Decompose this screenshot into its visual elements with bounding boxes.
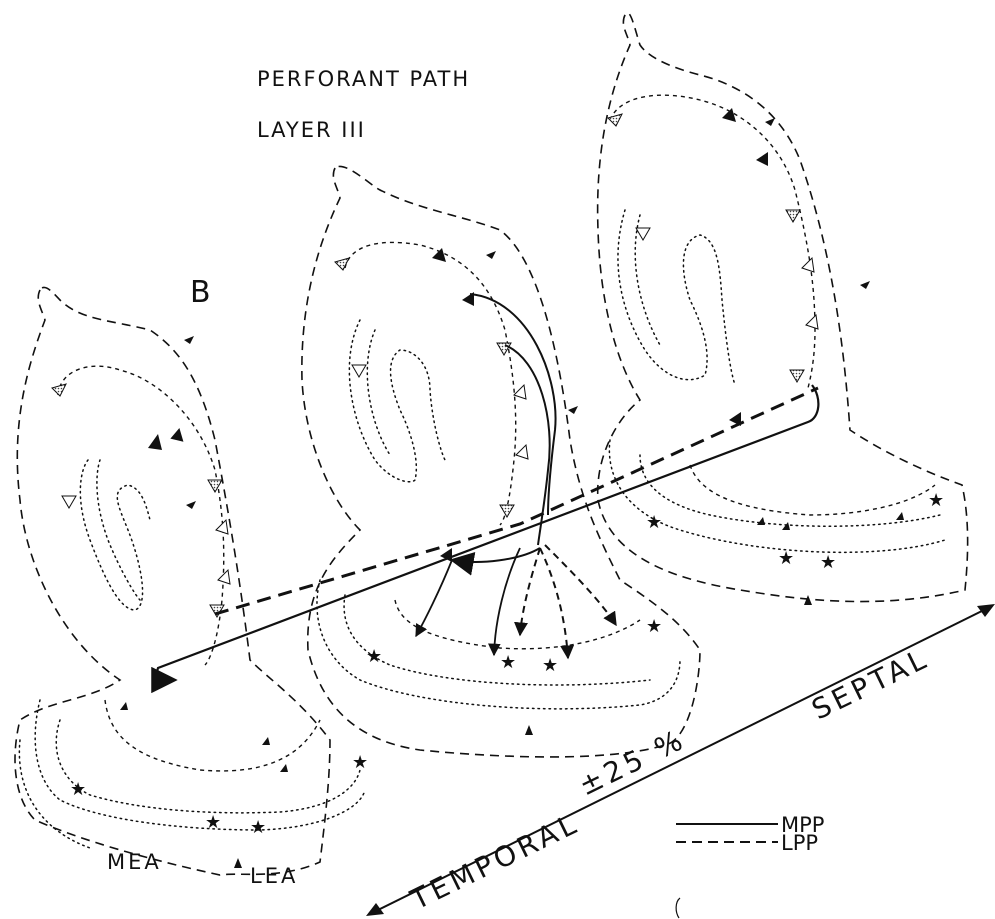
star-markers: ★ ★ ★ ★ [70, 752, 368, 838]
svg-text:★: ★ [70, 779, 86, 800]
stippled-triangle-marker [334, 257, 350, 271]
axis-label-range: ±25 % [574, 722, 691, 802]
legend: MPP LPP [676, 813, 824, 855]
axis-label-septal: SEPTAL [807, 641, 935, 726]
dentate-inner [366, 329, 391, 456]
lpp-branch-2 [544, 544, 617, 627]
open-triangle-marker [61, 495, 77, 509]
axis-line [371, 605, 993, 914]
legend-label-mpp: MPP [781, 813, 824, 837]
star-markers: ★ ★ ★ ★ [366, 616, 662, 676]
granule-layer [344, 241, 517, 526]
dentate-inner [634, 214, 661, 346]
lpp-branch-3 [514, 547, 541, 637]
dentate-inner [96, 459, 141, 601]
filled-triangle-marker [756, 152, 768, 166]
open-triangle-marker [513, 383, 527, 400]
open-triangle-marker [805, 313, 819, 330]
projection-paths [151, 293, 820, 694]
dentate-gyrus [348, 319, 446, 483]
entorhinal-lower-2 [343, 594, 651, 686]
figure-title-line2: LAYER III [257, 118, 366, 142]
open-triangle-marker [515, 443, 529, 460]
stippled-triangle-marker [499, 504, 515, 518]
lea-label: LEA [250, 864, 298, 888]
entorhinal-lower-2 [55, 719, 361, 814]
triangle-markers [148, 427, 184, 450]
lpp-branch-1 [539, 547, 575, 660]
stippled-triangle-marker [789, 369, 805, 383]
stray-mark [675, 897, 681, 919]
axis-arrowhead-right [977, 604, 995, 617]
stippled-triangle-marker [51, 383, 67, 397]
hippocampal-section-septal: ★ ★ ★ ★ [596, 12, 969, 605]
open-triangle-marker [215, 518, 229, 535]
svg-text:★: ★ [646, 512, 662, 533]
entorhinal-lower [316, 579, 681, 710]
filled-triangle-marker [148, 434, 162, 450]
svg-text:★: ★ [542, 655, 558, 676]
entorhinal-lower [34, 699, 366, 831]
small-arrowheads [757, 118, 904, 605]
lpp-long-projection [214, 386, 819, 616]
svg-text:★: ★ [820, 552, 836, 573]
mpp-loop-mid [469, 293, 557, 516]
layer3-dashed [104, 699, 321, 772]
mpp-branch-1 [415, 559, 453, 638]
svg-text:★: ★ [366, 646, 382, 667]
figure-title-line1: PERFORANT PATH [257, 67, 470, 91]
section-outline [301, 165, 701, 758]
svg-text:★: ★ [205, 812, 221, 833]
svg-text:★: ★ [500, 652, 516, 673]
star-markers: ★ ★ ★ ★ [646, 490, 944, 573]
filled-triangle-marker [462, 292, 474, 306]
small-arrowheads [486, 251, 578, 735]
mpp-long-projection [151, 384, 820, 694]
axis-arrowhead-left [366, 903, 384, 916]
section-outline [596, 12, 969, 603]
entorhinal-lower-3 [18, 739, 91, 849]
entorhinal-lower-2 [639, 454, 941, 527]
svg-text:★: ★ [250, 817, 266, 838]
open-triangle-marker [801, 256, 815, 273]
filled-triangle-marker [170, 427, 184, 442]
layer3-dashed [689, 464, 936, 516]
dentate-gyrus [617, 209, 736, 386]
stippled-triangle-marker [607, 113, 623, 127]
filled-triangle-marker [729, 412, 741, 426]
filled-triangle-marker [432, 248, 446, 262]
svg-text:★: ★ [646, 616, 662, 637]
hippocampal-section-temporal: ★ ★ ★ ★ [14, 286, 368, 876]
small-arrowheads [120, 336, 288, 868]
open-triangle-marker [217, 568, 231, 585]
stippled-triangle-marker [207, 479, 223, 493]
entorhinal-lower [608, 439, 946, 554]
mpp-to-middle-arrow [449, 547, 541, 576]
hippocampal-section-middle: ★ ★ ★ ★ [301, 165, 701, 758]
temporal-septal-axis: TEMPORAL SEPTAL ±25 % [366, 604, 995, 917]
svg-text:★: ★ [778, 548, 794, 569]
filled-triangle-marker [722, 108, 736, 122]
mea-label: MEA [107, 850, 162, 874]
open-triangle-marker [635, 227, 651, 241]
panel-letter: B [190, 275, 211, 310]
granule-layer [57, 365, 225, 666]
section-outline [14, 286, 331, 876]
axis-label-temporal: TEMPORAL [405, 806, 585, 916]
mpp-branch-2 [488, 547, 521, 657]
svg-text:★: ★ [352, 752, 368, 773]
mpp-loop-mid-2 [504, 344, 551, 546]
open-triangle-marker [351, 364, 367, 378]
legend-label-lpp: LPP [781, 831, 818, 855]
dentate-gyrus [79, 459, 151, 611]
stippled-triangle-marker [785, 209, 801, 223]
svg-text:★: ★ [928, 490, 944, 511]
